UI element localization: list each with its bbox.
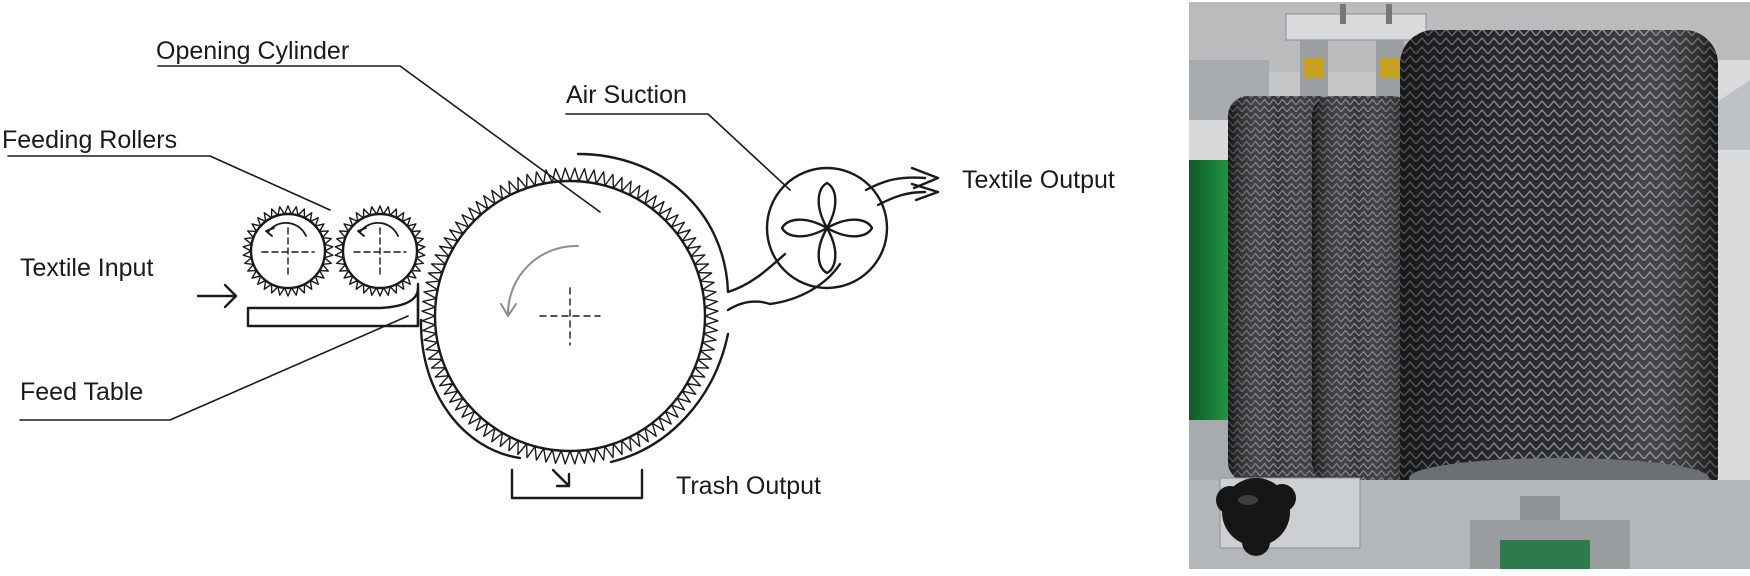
leader-feeding-rollers	[7, 155, 331, 211]
opening-cylinder	[421, 167, 719, 465]
rotation-arrow-icon	[507, 244, 579, 315]
trash-arrow-icon	[551, 468, 571, 488]
leader-air-suction	[565, 113, 791, 191]
feeding-roller-right	[334, 205, 426, 297]
knob	[1216, 478, 1296, 556]
leader-feed-table	[19, 315, 409, 421]
feed-table	[246, 286, 420, 328]
input-arrow-icon	[196, 283, 238, 309]
lower-shroud-right	[609, 332, 730, 464]
lower-shroud-left	[419, 318, 522, 460]
label-opening-cylinder: Opening Cylinder	[156, 37, 349, 65]
trash-box	[510, 468, 644, 500]
diagram-labels: Opening Cylinder Feeding Rollers Air Suc…	[2, 37, 1115, 500]
air-suction-fan	[765, 166, 889, 290]
fan-icon	[817, 181, 837, 230]
label-trash-output: Trash Output	[676, 472, 821, 500]
label-feed-table: Feed Table	[20, 378, 143, 406]
rotation-arrow-icon	[267, 222, 307, 237]
label-textile-output: Textile Output	[962, 166, 1115, 194]
opener-schematic	[7, 65, 940, 500]
label-textile-input: Textile Input	[20, 254, 153, 282]
machine-photo	[1189, 2, 1750, 569]
feeding-roller-left	[242, 205, 334, 297]
cylinder-hood	[576, 152, 787, 294]
label-feeding-rollers: Feeding Rollers	[2, 126, 177, 154]
output-arrow-icon	[910, 166, 940, 202]
rotation-arrow-icon	[359, 222, 399, 237]
leader-opening-cylinder	[157, 65, 601, 213]
label-air-suction: Air Suction	[566, 81, 687, 109]
